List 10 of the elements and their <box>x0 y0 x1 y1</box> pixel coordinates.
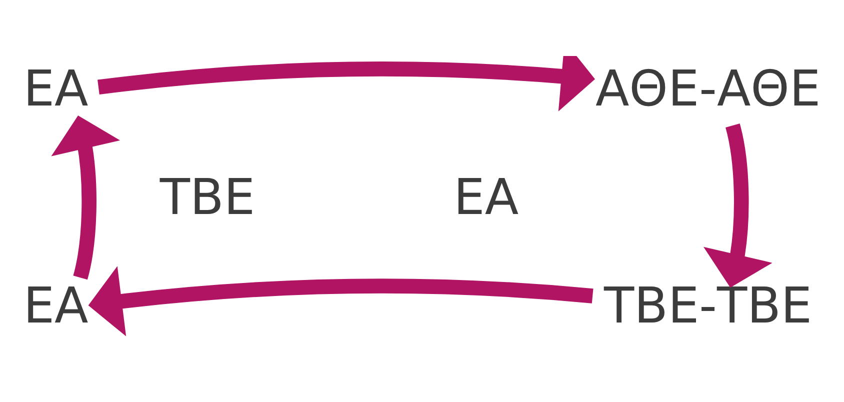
arrow <box>98 56 596 111</box>
node-text: ΕΑ <box>23 58 88 117</box>
arrow <box>88 266 594 336</box>
label: ΕΑ <box>454 167 519 226</box>
label: ΤΒΕ <box>160 167 256 226</box>
node-text: ΑΘΕ-ΑΘΕ <box>595 58 821 117</box>
arrow <box>703 123 772 288</box>
arrow <box>51 115 120 279</box>
node-text: ΤΒΕ-ΤΒΕ <box>604 276 812 334</box>
node-text: ΕΑ <box>23 276 88 334</box>
